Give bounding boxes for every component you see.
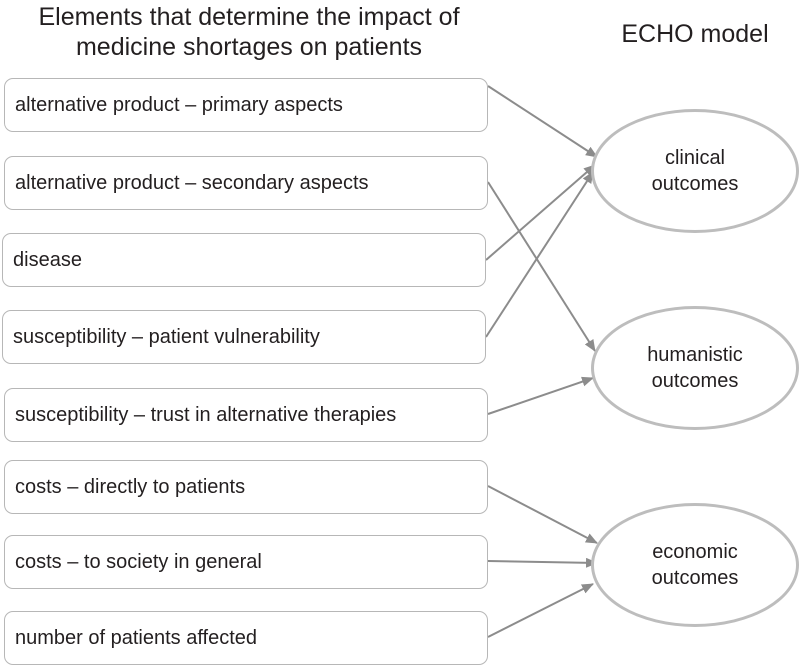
outcome-humanistic: humanistic outcomes [591,306,799,430]
connector-arrow [487,181,596,352]
element-box-patients-affected: number of patients affected [4,611,488,665]
outcome-economic: economic outcomes [591,503,799,627]
element-label: susceptibility – patient vulnerability [13,325,320,348]
echo-model-title: ECHO model [621,20,769,48]
outcome-clinical: clinical outcomes [591,109,799,233]
element-box-alternative-product-primary: alternative product – primary aspects [4,78,488,132]
element-label: costs – directly to patients [15,475,246,498]
outcome-label-line-1: humanistic [647,344,743,366]
element-box-costs-society: costs – to society in general [4,535,488,589]
outcome-label-line-2: outcomes [651,173,739,195]
connector-arrow [487,85,598,158]
element-label: alternative product – secondary aspects [15,171,369,194]
left-title-line-1: Elements that determine the impact of [38,3,460,31]
outcome-label-line-1: economic [652,541,738,563]
connector-arrow [487,583,594,638]
element-label: number of patients affected [15,626,258,649]
element-label: alternative product – primary aspects [15,93,343,116]
left-title: Elements that determine the impact of me… [14,2,484,62]
outcome-label-line-1: clinical [664,147,726,169]
element-label: disease [13,248,82,271]
element-label: costs – to society in general [15,550,262,573]
connector-arrow [485,164,596,261]
element-box-disease: disease [2,233,486,287]
element-label: susceptibility – trust in alternative th… [15,403,397,426]
connector-arrow [485,171,594,338]
element-box-patient-vulnerability: susceptibility – patient vulnerability [2,310,486,364]
element-box-alternative-product-secondary: alternative product – secondary aspects [4,156,488,210]
connector-arrow [487,557,598,568]
element-box-costs-directly: costs – directly to patients [4,460,488,514]
element-box-trust-alternative-therapies: susceptibility – trust in alternative th… [4,388,488,442]
connector-arrow [487,376,594,415]
connector-arrow [487,485,598,544]
outcome-label-line-2: outcomes [651,370,739,392]
left-title-line-2: medicine shortages on patients [75,33,423,61]
outcome-label-line-2: outcomes [651,567,739,589]
